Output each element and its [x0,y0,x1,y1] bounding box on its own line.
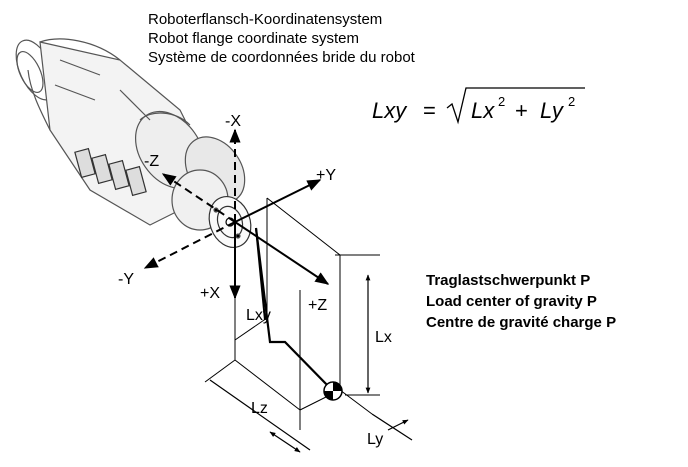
load-center-french: Centre de gravité charge P [426,314,617,331]
axis-neg-y [143,221,236,269]
label-pos-z: +Z [308,297,327,314]
formula-exp-1: 2 [498,94,505,109]
load-center-block: Traglastschwerpunkt P Load center of gra… [426,270,616,333]
lxy-line [255,227,266,321]
formula-equals: = [423,98,436,123]
axis-pos-z [234,221,330,285]
formula-plus: + [515,98,528,123]
load-center-english: Load center of gravity P [426,293,597,310]
label-pos-y: +Y [316,167,336,184]
lxy-leader [254,227,333,391]
formula-term-lx: Lx [471,98,495,123]
formula-lxy: Lxy = Lx 2 + Ly 2 [372,87,585,125]
label-ly: Ly [367,431,383,448]
dimension-arrows [209,274,413,453]
load-center-symbol [323,381,343,401]
dim-ly-ext [371,413,413,441]
dim-ly-a [387,419,409,431]
label-lz: Lz [251,400,268,417]
formula-lhs: Lxy [372,98,408,123]
axis-neg-z [161,173,236,223]
dimension-labels: Lxy Lx Lz Ly [246,307,392,448]
axis-labels: -X -Z +Y -Y +X +Z [118,113,336,314]
title-block: Roboterflansch-Koordinatensystem Robot f… [148,10,415,67]
dim-lz [269,431,301,453]
robot-wrist-illustration [15,38,252,248]
title-french: Système de coordonnées bride du robot [148,49,415,66]
construction-lines [204,197,380,430]
formula-term-ly: Ly [540,98,565,123]
label-lx: Lx [375,329,392,346]
label-lxy: Lxy [246,307,271,324]
label-neg-y: -Y [118,271,134,288]
label-pos-x: +X [200,285,220,302]
label-neg-z: -Z [144,153,159,170]
label-neg-x: -X [225,113,241,130]
axis-pos-y [234,179,322,223]
formula-exp-2: 2 [568,94,575,109]
title-german: Roboterflansch-Koordinatensystem [148,11,383,28]
square-root-sign [446,87,585,125]
load-center-german: Traglastschwerpunkt P [426,272,591,289]
title-english: Robot flange coordinate system [148,30,359,47]
